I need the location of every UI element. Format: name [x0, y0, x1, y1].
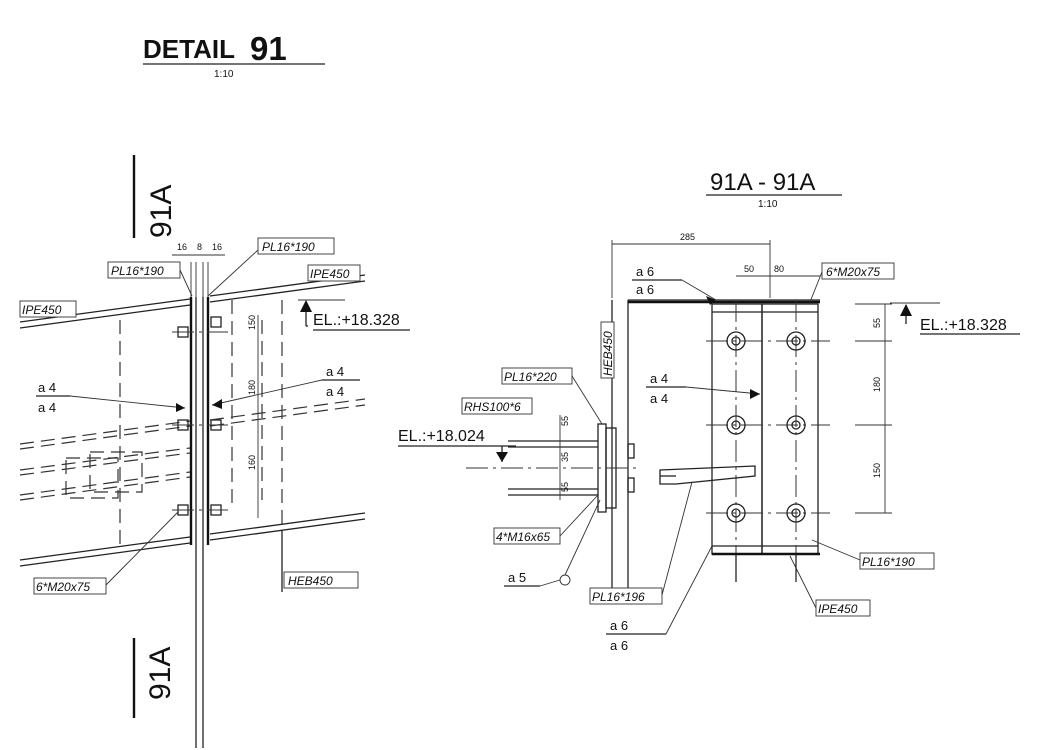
elevation-18328-plan: EL.:+18.328 — [313, 312, 400, 329]
plan-welds: a 4 a 4 a 4 a 4 — [36, 364, 360, 415]
weld-a4-mid-2: a 4 — [650, 391, 668, 406]
dim-285: 285 — [680, 232, 695, 242]
dim-rhs-3: 55 — [560, 482, 570, 492]
dim-150-section: 150 — [872, 463, 882, 478]
section-bolts — [726, 331, 806, 523]
weld-a4-left-bottom: a 4 — [38, 400, 56, 415]
elevation-18328-section: EL.:+18.328 — [920, 317, 1007, 334]
section-scale: 1:10 — [758, 199, 778, 210]
fin-plates — [706, 300, 830, 580]
weld-a5: a 5 — [508, 570, 526, 585]
dim-55: 55 — [872, 318, 882, 328]
dim-16-right: 16 — [212, 242, 222, 252]
end-plates — [189, 262, 210, 748]
label-ipe450-right: IPE450 — [310, 267, 350, 281]
weld-a6-top-1: a 6 — [636, 264, 654, 279]
section-title: 91A - 91A — [710, 169, 815, 196]
dim-80: 80 — [774, 264, 784, 274]
dim-rhs-1: 55 — [560, 416, 570, 426]
right-ipe-beam — [209, 274, 366, 592]
label-pl16-190-section: PL16*190 — [862, 555, 915, 569]
plan-view: 91A 91A — [19, 155, 410, 748]
weld-a4-left-top: a 4 — [38, 380, 56, 395]
label-pl16-220: PL16*220 — [504, 370, 557, 384]
dim-8: 8 — [197, 242, 202, 252]
elevation-18024: EL.:+18.024 — [398, 428, 485, 445]
plan-elevation: EL.:+18.328 — [298, 299, 410, 331]
plate-bolts — [172, 316, 228, 516]
dim-rhs-2: 35 — [560, 452, 570, 462]
section-marker-top: 91A — [145, 185, 178, 238]
label-pl16-190-left: PL16*190 — [111, 264, 164, 278]
dim-150: 150 — [247, 315, 257, 330]
label-heb450-plan: HEB450 — [288, 574, 333, 588]
dim-50: 50 — [744, 264, 754, 274]
section-welds: a 6 a 6 a 4 a 4 a 5 a 6 a 6 — [504, 264, 761, 653]
weld-a6-bottom-2: a 6 — [610, 638, 628, 653]
section-view: 91A - 91A 1:10 HEB450 — [398, 169, 1020, 653]
rhs-tube: 55 35 55 — [466, 415, 640, 513]
section-marker-bottom: 91A — [144, 647, 177, 700]
label-pl16-190-right: PL16*190 — [262, 240, 315, 254]
dim-180-section: 180 — [872, 377, 882, 392]
detail-title-number: 91 — [250, 30, 287, 67]
weld-a4-right-top: a 4 — [326, 364, 344, 379]
section-top-dims: 285 50 80 55 180 150 — [611, 232, 892, 514]
label-pl16-196: PL16*196 — [592, 590, 645, 604]
label-rhs100-6: RHS100*6 — [464, 400, 521, 414]
dim-180: 180 — [247, 380, 257, 395]
section-labels: 6*M20x75 PL16*220 RHS100*6 4*M16x65 PL16… — [461, 262, 935, 617]
weld-a4-right-bottom: a 4 — [326, 384, 344, 399]
left-ipe-beam — [19, 298, 191, 567]
stiffener-plate — [659, 465, 756, 485]
dim-16-left: 16 — [177, 242, 187, 252]
dim-160: 160 — [247, 455, 257, 470]
label-ipe450-section: IPE450 — [818, 602, 858, 616]
weld-a6-top-2: a 6 — [636, 282, 654, 297]
weld-a6-bottom-1: a 6 — [610, 618, 628, 633]
weld-a4-mid-1: a 4 — [650, 371, 668, 386]
detail-title-word: DETAIL — [143, 34, 235, 64]
label-heb450-section: HEB450 — [601, 331, 615, 376]
label-ipe450-left: IPE450 — [22, 303, 62, 317]
label-bolts-plan: 6*M20x75 — [36, 580, 90, 594]
label-bolts-m16: 4*M16x65 — [496, 530, 550, 544]
detail-title: DETAIL 91 1:10 — [143, 30, 325, 80]
plan-labels: PL16*190 PL16*190 IPE450 IPE450 HEB450 6… — [19, 237, 361, 595]
plan-top-dims: 16 8 16 150 180 160 — [172, 242, 259, 518]
detail-scale: 1:10 — [214, 69, 234, 80]
label-bolts-section: 6*M20x75 — [826, 265, 880, 279]
section-elevations: EL.:+18.328 EL.:+18.024 — [398, 302, 1020, 462]
